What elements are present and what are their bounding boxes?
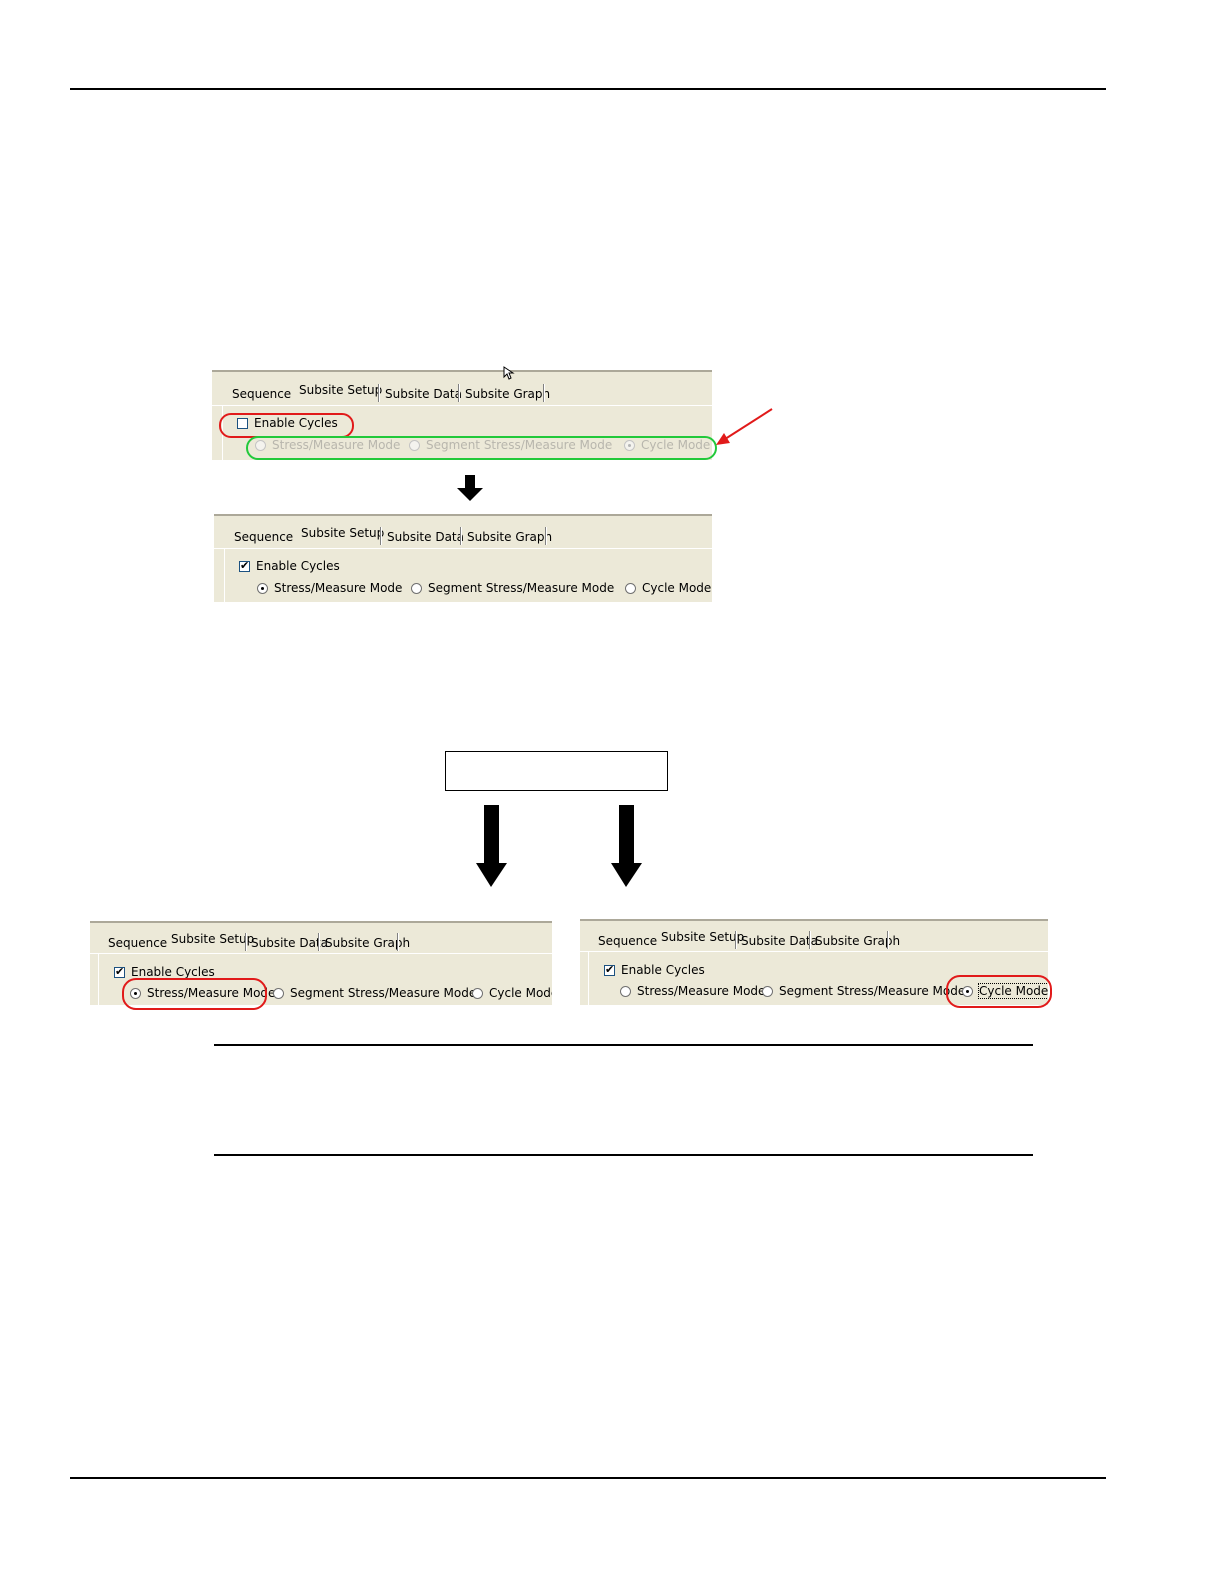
highlight-cycle-mode — [946, 975, 1052, 1008]
radio-label: Stress/Measure Mode — [272, 438, 401, 452]
radio-segment-stress-measure-mode[interactable]: Segment Stress/Measure Mode — [273, 986, 476, 1000]
subsite-setup-panel-enabled: Sequence Subsite Setup Subsite Data Subs… — [214, 514, 712, 602]
enable-cycles-checkbox[interactable]: Enable Cycles — [237, 416, 338, 430]
tab-sequence[interactable]: Sequence — [234, 530, 294, 544]
radio-label: Cycle Mode — [489, 986, 552, 1000]
down-arrow-icon — [457, 475, 483, 501]
down-arrow-icon — [611, 805, 642, 887]
radio-label: Stress/Measure Mode — [637, 984, 766, 998]
checkbox-box[interactable] — [239, 559, 250, 572]
note-bottom-rule — [214, 1154, 1033, 1156]
tab-subsite-setup[interactable]: Subsite Setup — [297, 380, 385, 404]
tab-subsite-setup[interactable]: Subsite Setup — [659, 927, 747, 951]
checkbox-box[interactable] — [114, 965, 125, 978]
tab-sequence[interactable]: Sequence — [598, 934, 658, 948]
tab-sequence[interactable]: Sequence — [232, 387, 292, 401]
radio-label: Segment Stress/Measure Mode — [426, 438, 613, 452]
note-top-rule — [214, 1044, 1033, 1046]
highlight-disabled-modes — [246, 436, 717, 460]
mouse-cursor-icon — [503, 366, 515, 380]
enable-cycles-label: Enable Cycles — [621, 963, 705, 977]
subsite-setup-panel-disabled: Sequence Subsite Setup Subsite Data Subs… — [212, 370, 712, 460]
tab-subsite-setup[interactable]: Subsite Setup — [169, 929, 257, 953]
tab-sequence[interactable]: Sequence — [108, 936, 168, 950]
enable-cycles-checkbox[interactable]: Enable Cycles — [604, 963, 705, 977]
radio-segment-stress-measure-mode[interactable]: Segment Stress/Measure Mode — [409, 438, 612, 452]
empty-label-box — [445, 751, 668, 791]
radio-cycle-mode[interactable]: Cycle Mode — [625, 581, 711, 595]
tab-subsite-data[interactable]: Subsite Data — [385, 387, 462, 401]
subsite-setup-panel-stress-measure: Sequence Subsite Setup Subsite Data Subs… — [90, 921, 552, 1005]
tab-subsite-graph[interactable]: Subsite Graph — [465, 387, 551, 401]
tab-subsite-data[interactable]: Subsite Data — [741, 934, 818, 948]
down-arrow-icon — [476, 805, 507, 887]
enable-cycles-checkbox[interactable]: Enable Cycles — [114, 965, 215, 979]
highlight-stress-measure-mode — [122, 978, 267, 1010]
checkbox-box[interactable] — [237, 417, 248, 429]
radio-label: Stress/Measure Mode — [147, 986, 276, 1000]
radio-stress-measure-mode[interactable]: Stress/Measure Mode — [620, 984, 765, 998]
checkbox-box[interactable] — [604, 963, 615, 976]
tab-subsite-graph[interactable]: Subsite Graph — [815, 934, 901, 948]
radio-cycle-mode[interactable]: Cycle Mode — [472, 986, 552, 1000]
enable-cycles-label: Enable Cycles — [131, 965, 215, 979]
radio-label: Segment Stress/Measure Mode — [779, 984, 966, 998]
radio-segment-stress-measure-mode[interactable]: Segment Stress/Measure Mode — [762, 984, 965, 998]
enable-cycles-label: Enable Cycles — [254, 416, 338, 430]
tab-subsite-graph[interactable]: Subsite Graph — [325, 936, 411, 950]
radio-cycle-mode[interactable]: Cycle Mode — [624, 438, 710, 452]
enable-cycles-label: Enable Cycles — [256, 559, 340, 573]
radio-label: Stress/Measure Mode — [274, 581, 403, 595]
radio-label: Segment Stress/Measure Mode — [428, 581, 615, 595]
subsite-setup-panel-cycle-mode: Sequence Subsite Setup Subsite Data Subs… — [580, 919, 1048, 1005]
header-rule — [70, 88, 1106, 90]
highlight-enable-cycles — [219, 413, 354, 438]
footer-rule — [70, 1477, 1106, 1479]
tab-subsite-setup[interactable]: Subsite Setup — [299, 523, 387, 547]
enable-cycles-checkbox[interactable]: Enable Cycles — [239, 559, 340, 573]
radio-label: Cycle Mode — [641, 438, 711, 452]
tab-subsite-data[interactable]: Subsite Data — [251, 936, 328, 950]
radio-cycle-mode[interactable]: Cycle Mode — [962, 983, 1048, 999]
tab-subsite-data[interactable]: Subsite Data — [387, 530, 464, 544]
radio-stress-measure-mode[interactable]: Stress/Measure Mode — [257, 581, 402, 595]
radio-label: Cycle Mode — [642, 581, 712, 595]
tab-subsite-graph[interactable]: Subsite Graph — [467, 530, 553, 544]
radio-label: Segment Stress/Measure Mode — [290, 986, 477, 1000]
radio-label: Cycle Mode — [977, 983, 1048, 999]
radio-segment-stress-measure-mode[interactable]: Segment Stress/Measure Mode — [411, 581, 614, 595]
red-pointer-arrow-icon — [716, 408, 773, 445]
